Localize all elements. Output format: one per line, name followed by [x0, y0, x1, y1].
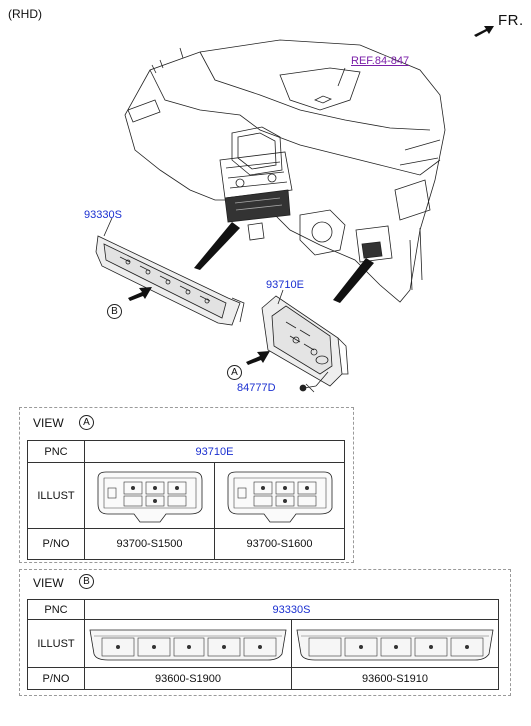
illust-cell-1 [84, 462, 215, 529]
front-arrow-icon [472, 22, 496, 43]
pno-header: P/NO [27, 667, 85, 690]
view-b-table: PNC 93330S ILLUST [27, 599, 499, 690]
part-number-1[interactable]: 93700-S1500 [84, 528, 215, 560]
view-b-section [19, 569, 511, 696]
front-label: FR. [498, 12, 524, 29]
view-a-title-marker: A [79, 415, 94, 430]
illust-header: ILLUST [27, 619, 85, 668]
view-b-title: VIEW [33, 576, 64, 590]
part-label-93710e[interactable]: 93710E [266, 279, 304, 291]
seat-switch-illust-icon [296, 629, 494, 660]
seat-switch-illust-icon [89, 629, 287, 660]
heater-control-illust-icon [97, 471, 202, 522]
view-b-marker: B [107, 304, 122, 319]
illust-cell-2 [291, 619, 499, 668]
part-label-84777d[interactable]: 84777D [237, 382, 276, 394]
view-a-section [19, 407, 354, 563]
pnc-header: PNC [27, 599, 85, 620]
pnc-value[interactable]: 93330S [84, 599, 499, 620]
view-b-title-marker: B [79, 574, 94, 589]
view-a-title: VIEW [33, 416, 64, 430]
view-a-table: PNC 93710E ILLUST [27, 440, 345, 560]
heater-control-illust-icon [227, 471, 332, 522]
illust-header: ILLUST [27, 462, 85, 529]
pnc-header: PNC [27, 440, 85, 463]
view-a-marker: A [227, 365, 242, 380]
dashboard-drawing [95, 39, 446, 393]
part-number-2[interactable]: 93700-S1600 [214, 528, 345, 560]
ref-label[interactable]: REF.84-847 [351, 55, 410, 67]
illust-cell-2 [214, 462, 345, 529]
illust-cell-1 [84, 619, 292, 668]
part-number-1[interactable]: 93600-S1900 [84, 667, 292, 690]
part-label-93330s[interactable]: 93330S [84, 209, 122, 221]
part-number-2[interactable]: 93600-S1910 [291, 667, 499, 690]
variant-label: (RHD) [8, 7, 42, 21]
pno-header: P/NO [27, 528, 85, 560]
pnc-value[interactable]: 93710E [84, 440, 345, 463]
